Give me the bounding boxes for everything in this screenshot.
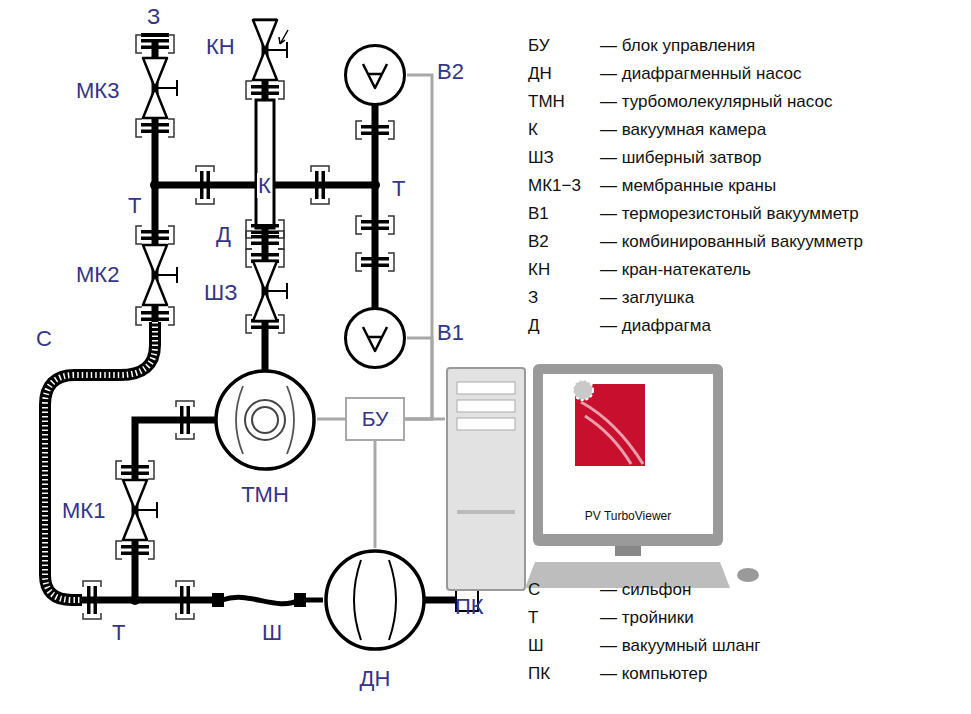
legend-text: — шиберный затвор [600, 148, 762, 168]
valve-symbol [253, 20, 287, 80]
legend-text: — вакуумная камера [600, 120, 766, 140]
flange [136, 307, 174, 325]
legend-text: В2 [528, 232, 549, 252]
signal-wire [317, 418, 345, 421]
legend-text: — сильфон [600, 580, 691, 600]
part-label: Т [392, 176, 405, 201]
part-label: КН [206, 34, 235, 59]
vacuum-gauge: В2 [343, 43, 407, 107]
part-label: Д [216, 222, 231, 247]
node-label: ТМН [241, 482, 289, 507]
legend-text: — турбомолекулярный насос [600, 92, 832, 112]
part-label: Т [112, 620, 125, 645]
valve-symbol [123, 480, 157, 540]
flange [136, 226, 174, 244]
flange [136, 35, 174, 53]
legend-text: К [528, 120, 538, 140]
vacuum-hose [212, 593, 323, 607]
vacuum-gauge-shape [343, 306, 407, 370]
legend-text: Т [528, 608, 538, 628]
valve-symbol [253, 261, 287, 321]
part-label: С [36, 326, 52, 351]
legend-text: — компьютер [600, 664, 707, 684]
legend-text: — мембранные краны [600, 176, 776, 196]
flange [196, 166, 214, 204]
control-unit-box: БУ [345, 397, 405, 441]
legend-text: В1 [528, 204, 549, 224]
blank-cap [141, 33, 169, 37]
legend-text: — заглушка [600, 288, 694, 308]
flange [176, 581, 194, 619]
pipes [78, 22, 456, 600]
legend-text: Ш [528, 636, 544, 656]
flange [116, 461, 154, 479]
node-label: PV TurboViewer [585, 510, 672, 524]
node-label: ПК [455, 594, 484, 619]
pipe [425, 597, 456, 604]
legend-text: ТМН [528, 92, 565, 112]
legend-text: ПК [528, 664, 550, 684]
legend-text: З [528, 288, 538, 308]
computer: PV TurboViewerПК [445, 360, 765, 600]
legend-text: — вакуумный шланг [600, 636, 761, 656]
legend-text: — блок управления [600, 36, 755, 56]
valve-symbol [143, 58, 177, 118]
part-label: К [257, 173, 272, 198]
legend-text: ШЗ [528, 148, 554, 168]
part-label: ШЗ [204, 280, 237, 305]
legend-text: МК1−3 [528, 176, 581, 196]
part-label: Т [128, 193, 141, 218]
legend-text: С [528, 580, 540, 600]
flange [116, 541, 154, 559]
flange [83, 581, 101, 619]
flange [176, 401, 194, 439]
diaphragm-pump: ДН [323, 548, 427, 652]
legend-text: КН [528, 260, 550, 280]
pipe [78, 597, 222, 604]
node-label: БУ [362, 407, 389, 431]
node-label: В2 [437, 59, 464, 84]
node-label: В1 [437, 320, 464, 345]
computer-shape [445, 360, 765, 600]
legend-text: Д [528, 316, 540, 336]
legend-text: — кран-натекатель [600, 260, 751, 280]
node-label: ДН [360, 666, 391, 691]
signal-wire [405, 338, 432, 419]
flange [246, 231, 284, 249]
part-label: З [147, 4, 160, 29]
signal-wire [405, 418, 445, 421]
legend-text: — терморезистоный вакуумметр [600, 204, 859, 224]
legend-text: — комбинированный вакуумметр [600, 232, 863, 252]
flange [356, 216, 394, 234]
legend-text: — диафрагменный насос [600, 64, 802, 84]
part-label: МК3 [76, 78, 119, 103]
flange [356, 121, 394, 139]
flange [356, 253, 394, 271]
turbo-pump-shape [213, 368, 317, 472]
part-label: Ш [262, 620, 282, 645]
part-label: МК1 [62, 498, 105, 523]
tee-dots [130, 180, 380, 605]
signal-wire [374, 441, 377, 548]
flange [136, 119, 174, 137]
vacuum-gauge: В1 [343, 306, 407, 370]
diaphragm-pump-shape [323, 548, 427, 652]
turbo-pump: ТМН [213, 368, 317, 472]
chamber [256, 100, 274, 228]
vacuum-gauge-shape [343, 43, 407, 107]
legend-text: БУ [528, 36, 550, 56]
pipe [372, 105, 379, 308]
bellows [45, 322, 155, 600]
flange [311, 166, 329, 204]
signal-wire [405, 75, 432, 419]
valve-symbol [143, 245, 177, 305]
legend-text: — диафрагма [600, 316, 711, 336]
leak-arrow [279, 30, 288, 44]
part-label: МК2 [76, 262, 119, 287]
legend-text: — тройники [600, 608, 694, 628]
flange [246, 81, 284, 99]
legend-text: ДН [528, 64, 552, 84]
